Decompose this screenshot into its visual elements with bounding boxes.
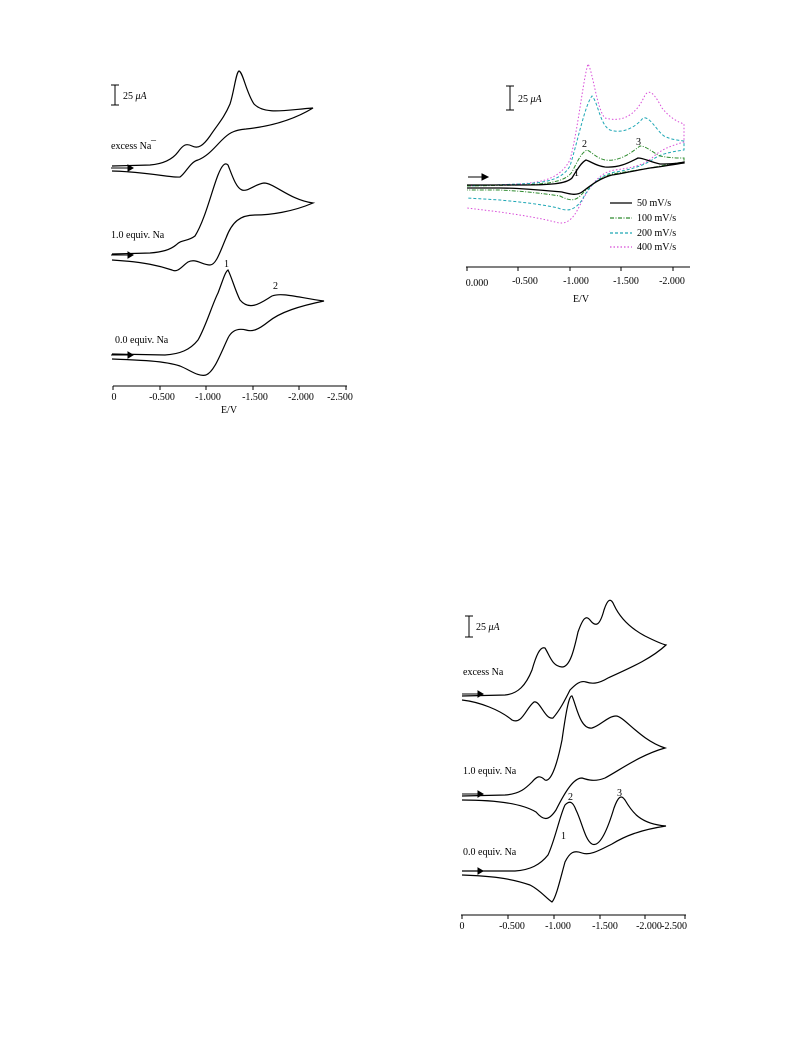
trace-label-1equiv: 1.0 equiv. Na — [111, 230, 165, 241]
cv-trace-100mvs — [466, 145, 685, 201]
legend-label: 200 mV/s — [637, 228, 676, 239]
tick-label: -2.500 — [661, 921, 687, 932]
tick-label: 0 — [112, 392, 117, 403]
cv-trace-1equiv-na — [461, 695, 668, 820]
peak-label: 1 — [224, 259, 229, 270]
peak-label: 1 — [574, 168, 579, 179]
legend-label: 100 mV/s — [637, 213, 676, 224]
scale-bar — [506, 85, 514, 111]
scale-bar-label: 25 μA — [476, 622, 501, 633]
tick-label: -2.000 — [288, 392, 314, 403]
tick-label: -0.500 — [149, 392, 175, 403]
figure-c: 25 μA excess Na 1.0 equiv. Na 0.0 equiv.… — [460, 599, 687, 932]
cv-trace-0equiv-na — [461, 796, 667, 903]
tick-label: -1.000 — [195, 392, 221, 403]
tick-label: -1.000 — [563, 276, 589, 287]
peak-label: 3 — [617, 788, 622, 799]
figure-a: 25 μA excess Na – 1.0 equiv. Na 0.0 equi… — [111, 70, 353, 416]
tick-label: -1.500 — [242, 392, 268, 403]
tick-label: -0.500 — [499, 921, 525, 932]
trace-label-1equiv: 1.0 equiv. Na — [463, 766, 517, 777]
cv-trace-200mvs — [466, 95, 685, 211]
scale-bar — [111, 84, 119, 106]
scale-bar-label: 25 μA — [518, 94, 543, 105]
x-axis — [461, 914, 686, 919]
legend: 50 mV/s 100 mV/s 200 mV/s 400 mV/s — [610, 198, 676, 253]
arrow-icon — [111, 164, 134, 359]
tick-label: -2.500 — [327, 392, 353, 403]
trace-label-0equiv: 0.0 equiv. Na — [463, 847, 517, 858]
trace-label-0equiv: 0.0 equiv. Na — [115, 335, 169, 346]
x-axis-label: E/V — [221, 405, 238, 416]
superscript-minus: – — [150, 135, 157, 146]
peak-label: 2 — [568, 792, 573, 803]
arrow-icon — [468, 173, 490, 181]
x-axis — [112, 385, 347, 390]
x-axis-label: E/V — [573, 294, 590, 305]
peak-label: 3 — [636, 137, 641, 148]
cv-trace-0equiv-na — [111, 269, 325, 376]
cv-trace-400mvs — [466, 62, 685, 224]
tick-label: -1.500 — [592, 921, 618, 932]
tick-label: -2.000 — [659, 276, 685, 287]
cv-trace-excess-na — [111, 70, 314, 178]
cv-trace-50mvs — [467, 157, 685, 195]
figure-b: 25 μA 2 1 3 50 mV/s 100 mV/s 200 mV/s 40… — [466, 62, 690, 305]
cv-trace-1equiv-na — [111, 163, 316, 272]
tick-label: 0.000 — [466, 278, 489, 289]
tick-label: -0.500 — [512, 276, 538, 287]
legend-label: 400 mV/s — [637, 242, 676, 253]
tick-label: -2.000 — [636, 921, 662, 932]
tick-label: -1.500 — [613, 276, 639, 287]
tick-label: 0 — [460, 921, 465, 932]
trace-label-excess: excess Na — [463, 667, 504, 678]
scale-bar-label: 25 μA — [123, 91, 148, 102]
peak-label: 1 — [561, 831, 566, 842]
tick-label: -1.000 — [545, 921, 571, 932]
cv-trace-excess-na — [461, 599, 668, 722]
peak-label: 2 — [273, 281, 278, 292]
peak-label: 2 — [582, 139, 587, 150]
x-axis — [466, 266, 690, 271]
scale-bar — [465, 615, 473, 638]
trace-label-excess: excess Na — [111, 141, 152, 152]
legend-label: 50 mV/s — [637, 198, 671, 209]
